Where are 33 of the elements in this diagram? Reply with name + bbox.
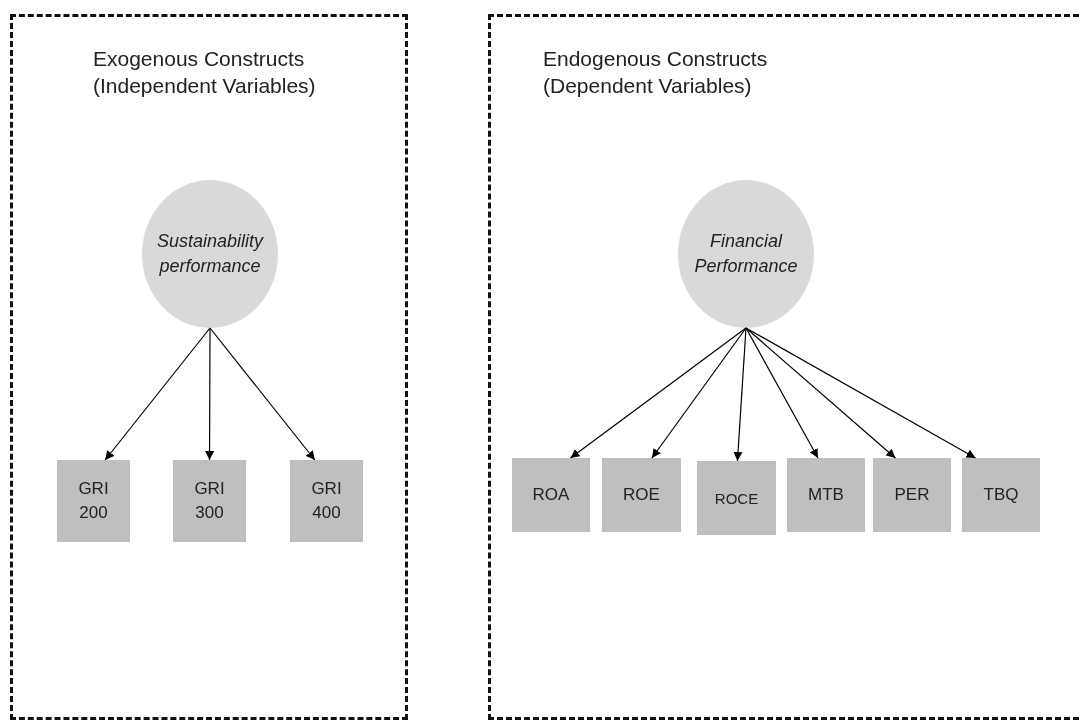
indicator-box	[57, 460, 130, 542]
panel-heading: Endogenous Constructs (Dependent Variables)	[543, 46, 769, 100]
arrow	[104, 327, 211, 461]
indicator-label: PER	[894, 484, 930, 507]
indicator-label: ROA	[532, 484, 570, 507]
indicator-box	[512, 458, 590, 532]
indicator-box	[290, 460, 363, 542]
indicator-label: TBQ	[983, 484, 1019, 507]
indicator-label: GRI 400	[310, 478, 343, 524]
arrow	[745, 327, 977, 459]
indicator-box	[697, 461, 776, 535]
indicator-label: GRI 300	[193, 478, 226, 524]
indicator-label: MTB	[808, 484, 844, 507]
indicator-box	[173, 460, 246, 542]
panel-heading: Exogenous Constructs (Independent Variables)	[93, 46, 317, 100]
indicator-label: ROCE	[714, 488, 759, 509]
indicator-label: ROE	[623, 484, 660, 507]
arrow	[733, 327, 747, 462]
arrow	[745, 327, 819, 459]
indicator-box	[602, 458, 681, 532]
indicator-box	[962, 458, 1040, 532]
arrow	[745, 327, 896, 459]
dashed-panel	[10, 14, 408, 720]
indicator-box	[787, 458, 865, 532]
arrow	[651, 327, 747, 459]
arrow	[205, 327, 215, 461]
construct-label: Financial Performance	[693, 229, 799, 278]
indicator-box	[873, 458, 951, 532]
indicator-label: GRI 200	[77, 478, 110, 524]
dashed-panel	[488, 14, 1082, 720]
construct-label: Sustainability performance	[155, 229, 265, 278]
arrow	[209, 327, 316, 461]
arrow	[569, 327, 747, 459]
